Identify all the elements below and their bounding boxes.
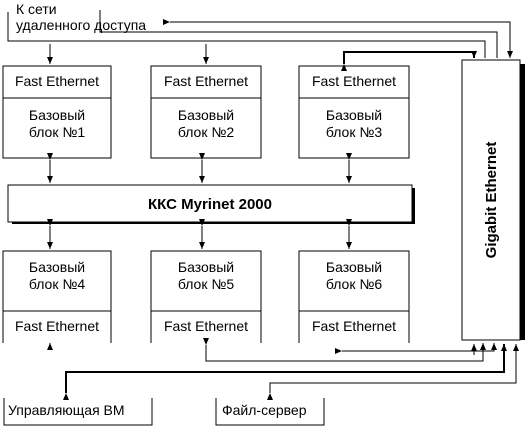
gigabit-ethernet-switch: Gigabit Ethernet [461, 59, 525, 341]
base-block-4-line1: Базовый [29, 259, 85, 275]
base-block-2-nic: Fast Ethernet [164, 73, 248, 89]
bottom-ethernet-links [47, 338, 497, 362]
myrinet-links [47, 153, 352, 249]
base-block-2-line1: Базовый [178, 107, 234, 123]
base-block-5: Базовый блок №5 Fast Ethernet [150, 250, 262, 343]
base-block-4-line2: блок №4 [29, 276, 86, 292]
kks-myrinet-label: ККС Myrinet 2000 [148, 196, 272, 213]
top-ethernet-links [7, 10, 513, 71]
base-block-6: Базовый блок №6 Fast Ethernet [298, 250, 410, 343]
base-block-3-line2: блок №3 [326, 124, 383, 140]
control-vm-box: Управляющая ВМ [3, 398, 153, 426]
base-block-2-line2: блок №2 [178, 124, 235, 140]
kks-myrinet-switch: ККС Myrinet 2000 [7, 184, 415, 224]
base-block-3-line1: Базовый [326, 107, 382, 123]
base-block-6-nic: Fast Ethernet [312, 318, 396, 334]
file-server-box: Файл-сервер [215, 398, 325, 426]
base-block-4: Базовый блок №4 Fast Ethernet [2, 250, 112, 343]
remote-network-label-line2: удаленного доступа [16, 17, 146, 33]
remote-network-label-line1: К сети [16, 1, 57, 17]
base-block-5-line2: блок №5 [178, 276, 235, 292]
base-block-4-nic: Fast Ethernet [15, 318, 99, 334]
base-block-3: Fast Ethernet Базовый блок №3 [298, 65, 410, 159]
base-block-1-nic: Fast Ethernet [15, 73, 99, 89]
base-block-6-line2: блок №6 [326, 276, 383, 292]
base-block-5-nic: Fast Ethernet [164, 318, 248, 334]
base-block-1-line2: блок №1 [29, 124, 86, 140]
base-block-3-nic: Fast Ethernet [312, 73, 396, 89]
server-ethernet-links [63, 344, 519, 400]
base-block-1-line1: Базовый [29, 107, 85, 123]
base-block-6-line1: Базовый [326, 259, 382, 275]
base-block-5-line1: Базовый [178, 259, 234, 275]
base-block-2: Fast Ethernet Базовый блок №2 [150, 65, 262, 159]
base-block-1: Fast Ethernet Базовый блок №1 [2, 65, 112, 159]
file-server-label: Файл-сервер [222, 402, 307, 418]
gigabit-ethernet-label: Gigabit Ethernet [483, 142, 500, 259]
control-vm-label: Управляющая ВМ [8, 402, 125, 418]
